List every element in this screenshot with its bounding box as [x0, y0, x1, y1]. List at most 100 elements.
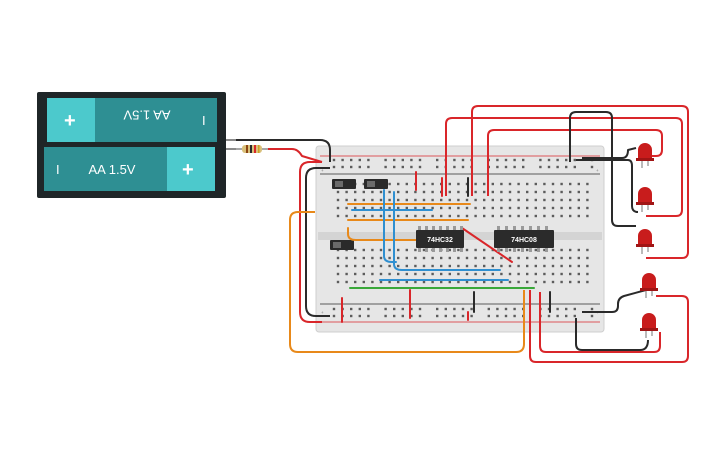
breadboard-hole[interactable] [586, 280, 589, 284]
breadboard-hole[interactable] [336, 264, 340, 268]
breadboard-hole[interactable] [453, 307, 456, 311]
breadboard-hole[interactable] [560, 214, 563, 218]
breadboard-hole[interactable] [422, 206, 426, 210]
breadboard-hole[interactable] [336, 190, 340, 194]
breadboard-hole[interactable] [534, 206, 537, 210]
breadboard-hole[interactable] [517, 264, 520, 268]
breadboard-hole[interactable] [401, 158, 404, 162]
breadboard-hole[interactable] [367, 307, 370, 311]
breadboard-hole[interactable] [358, 314, 361, 318]
breadboard-hole[interactable] [577, 248, 580, 252]
breadboard-hole[interactable] [474, 280, 477, 284]
breadboard-hole[interactable] [444, 314, 447, 318]
breadboard-hole[interactable] [491, 264, 494, 268]
breadboard-hole[interactable] [508, 206, 512, 210]
breadboard-hole[interactable] [577, 198, 580, 202]
breadboard-hole[interactable] [350, 307, 353, 311]
breadboard-hole[interactable] [397, 248, 400, 252]
breadboard-hole[interactable] [483, 256, 486, 260]
breadboard-hole[interactable] [474, 272, 477, 276]
breadboard-hole[interactable] [362, 264, 365, 268]
breadboard-hole[interactable] [371, 214, 374, 218]
breadboard-hole[interactable] [551, 272, 555, 276]
breadboard-hole[interactable] [586, 248, 589, 252]
breadboard-hole[interactable] [457, 214, 460, 218]
breadboard-hole[interactable] [358, 307, 361, 311]
breadboard-hole[interactable] [440, 214, 443, 218]
breadboard-hole[interactable] [487, 307, 490, 311]
breadboard-hole[interactable] [448, 206, 451, 210]
breadboard-hole[interactable] [560, 182, 563, 186]
breadboard-hole[interactable] [504, 314, 508, 318]
breadboard-hole[interactable] [397, 264, 400, 268]
breadboard-hole[interactable] [414, 206, 417, 210]
breadboard-hole[interactable] [362, 214, 365, 218]
breadboard-hole[interactable] [362, 190, 365, 194]
breadboard-hole[interactable] [551, 190, 555, 194]
breadboard-hole[interactable] [522, 165, 525, 169]
breadboard-hole[interactable] [560, 190, 563, 194]
breadboard-hole[interactable] [500, 214, 503, 218]
breadboard-hole[interactable] [560, 198, 563, 202]
breadboard-hole[interactable] [586, 190, 589, 194]
breadboard-hole[interactable] [577, 214, 580, 218]
breadboard-hole[interactable] [560, 256, 563, 260]
breadboard-hole[interactable] [431, 280, 434, 284]
breadboard-hole[interactable] [491, 280, 494, 284]
breadboard-hole[interactable] [508, 272, 512, 276]
breadboard-hole[interactable] [371, 198, 374, 202]
breadboard-hole[interactable] [461, 314, 465, 318]
breadboard-hole[interactable] [440, 280, 443, 284]
breadboard-hole[interactable] [436, 314, 439, 318]
breadboard-hole[interactable] [526, 198, 529, 202]
breadboard-hole[interactable] [491, 256, 494, 260]
breadboard-hole[interactable] [436, 158, 439, 162]
breadboard-hole[interactable] [551, 280, 555, 284]
breadboard-hole[interactable] [401, 307, 404, 311]
breadboard-hole[interactable] [410, 307, 413, 311]
breadboard-hole[interactable] [569, 264, 572, 268]
breadboard-hole[interactable] [577, 190, 580, 194]
breadboard-hole[interactable] [414, 256, 417, 260]
breadboard-hole[interactable] [556, 307, 559, 311]
breadboard-hole[interactable] [388, 198, 391, 202]
breadboard-hole[interactable] [341, 165, 344, 169]
breadboard-hole[interactable] [440, 198, 443, 202]
breadboard-hole[interactable] [483, 248, 486, 252]
breadboard-hole[interactable] [526, 206, 529, 210]
resistor[interactable] [236, 145, 268, 153]
led-2[interactable] [636, 187, 654, 212]
breadboard-hole[interactable] [457, 272, 460, 276]
breadboard-hole[interactable] [371, 256, 374, 260]
breadboard-hole[interactable] [388, 280, 391, 284]
breadboard-hole[interactable] [371, 280, 374, 284]
breadboard-hole[interactable] [422, 272, 426, 276]
breadboard-hole[interactable] [474, 206, 477, 210]
breadboard-hole[interactable] [569, 206, 572, 210]
chip-74hc32[interactable]: 74HC32 [416, 226, 464, 252]
breadboard-hole[interactable] [539, 165, 542, 169]
breadboard-hole[interactable] [526, 182, 529, 186]
breadboard-hole[interactable] [513, 158, 516, 162]
breadboard-hole[interactable] [465, 264, 469, 268]
breadboard-hole[interactable] [465, 248, 469, 252]
breadboard-hole[interactable] [448, 272, 451, 276]
breadboard-hole[interactable] [491, 190, 494, 194]
breadboard-hole[interactable] [457, 182, 460, 186]
breadboard-hole[interactable] [401, 165, 404, 169]
breadboard-hole[interactable] [336, 256, 340, 260]
breadboard-hole[interactable] [345, 190, 348, 194]
breadboard-hole[interactable] [336, 280, 340, 284]
breadboard-hole[interactable] [336, 272, 340, 276]
breadboard-hole[interactable] [522, 158, 525, 162]
breadboard-hole[interactable] [393, 165, 396, 169]
breadboard-hole[interactable] [465, 280, 469, 284]
breadboard-hole[interactable] [500, 280, 503, 284]
breadboard-hole[interactable] [508, 256, 512, 260]
breadboard-hole[interactable] [483, 190, 486, 194]
breadboard-hole[interactable] [350, 165, 353, 169]
breadboard-hole[interactable] [431, 206, 434, 210]
breadboard-hole[interactable] [448, 198, 451, 202]
breadboard-hole[interactable] [491, 272, 494, 276]
breadboard-hole[interactable] [565, 165, 568, 169]
